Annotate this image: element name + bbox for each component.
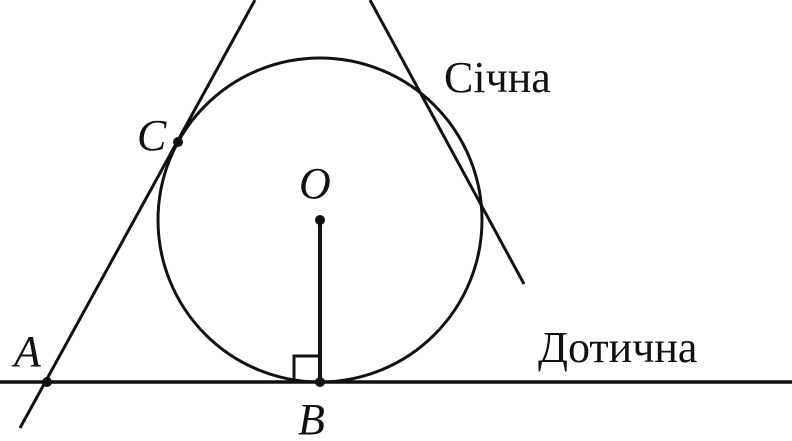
point-a [42,377,52,387]
label-b: B [298,395,325,441]
label-a: A [11,327,42,376]
point-c [173,137,183,147]
label-o: O [299,159,331,208]
label-tangent: Дотична [538,323,697,372]
point-o [315,215,325,225]
tangent-line-ac [18,0,257,429]
point-b [315,377,325,387]
label-c: C [137,111,167,160]
label-secant: Січна [444,53,551,102]
secant-line [368,0,526,285]
right-angle-marker [292,354,320,382]
